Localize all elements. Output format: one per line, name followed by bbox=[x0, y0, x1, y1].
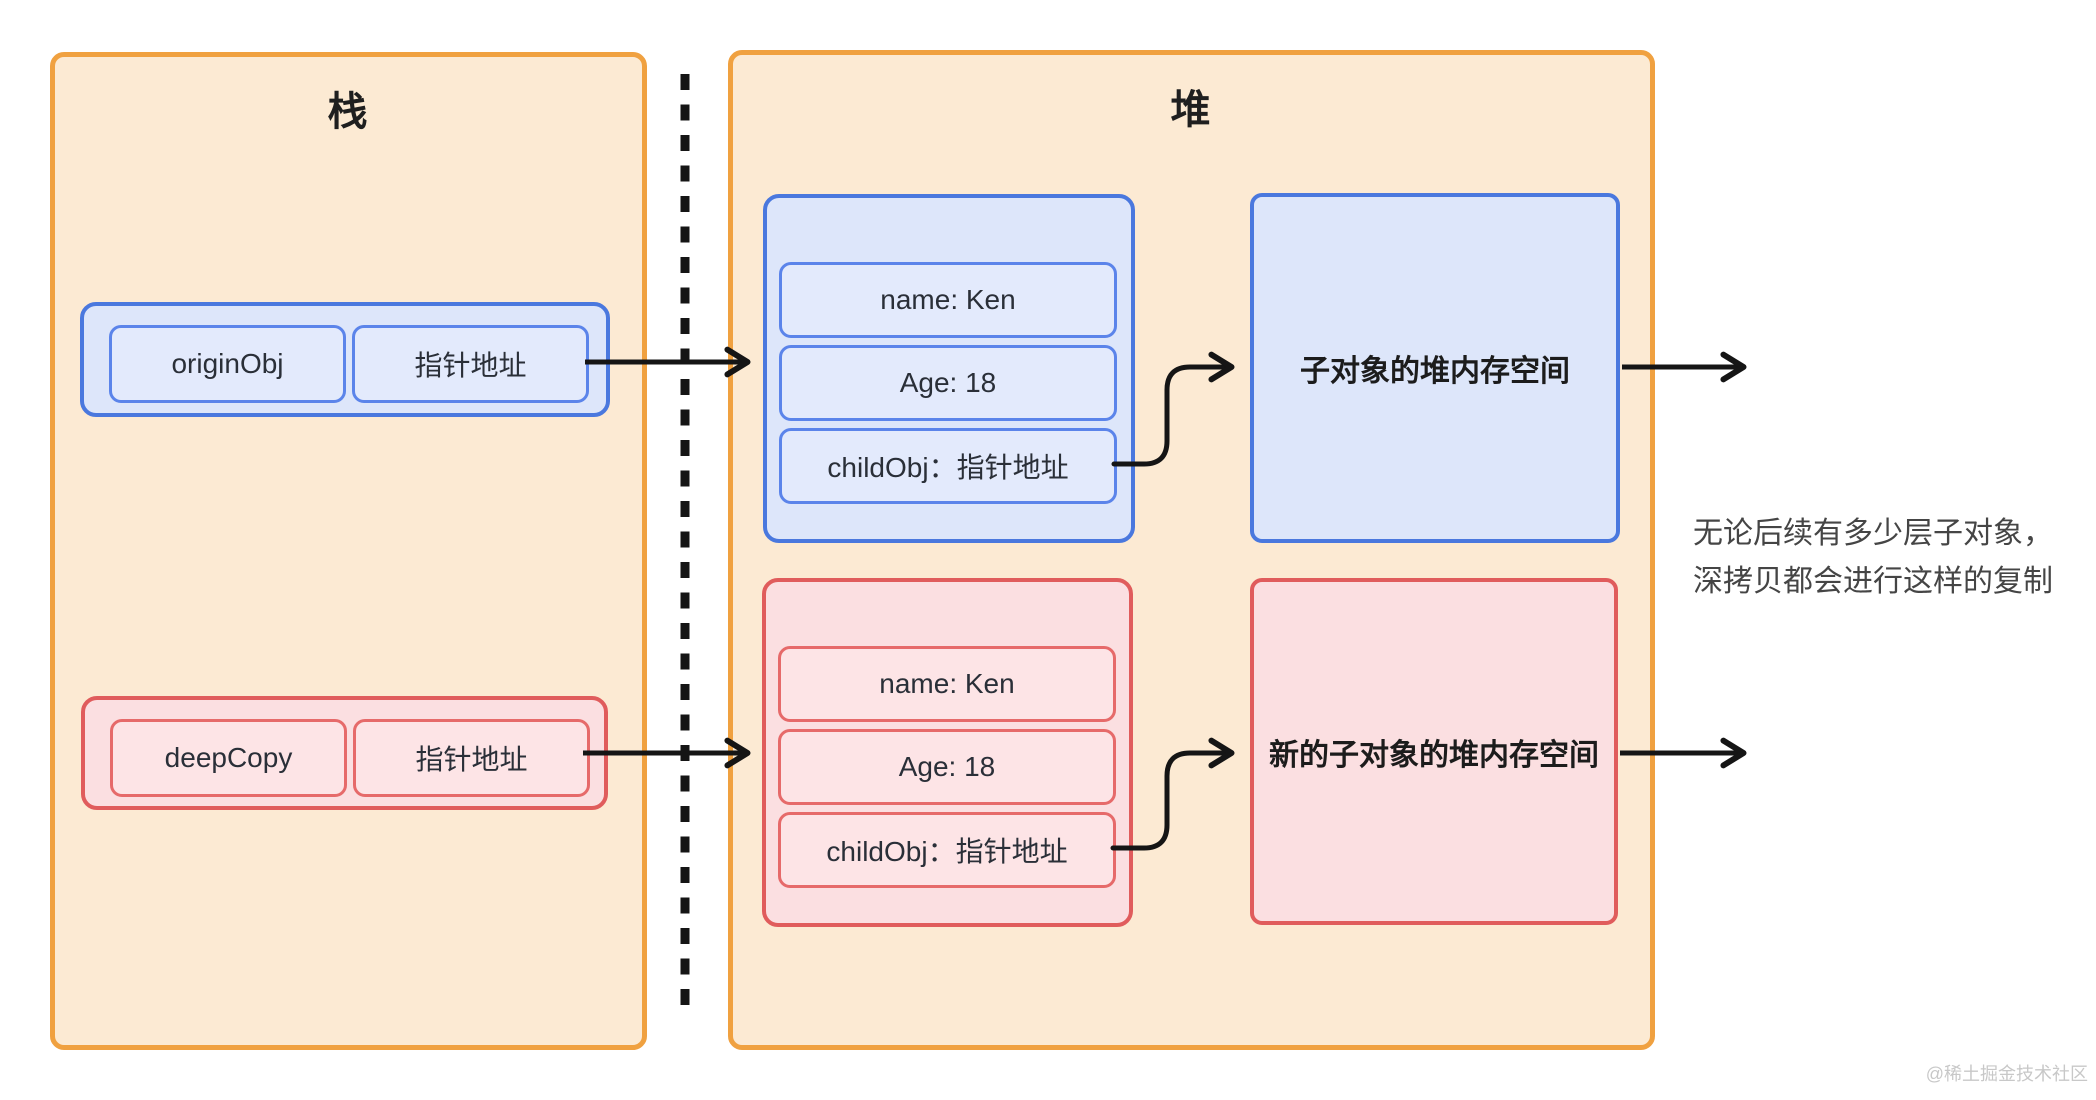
stack-title: 栈 bbox=[327, 90, 370, 134]
origin-variable-group: originObj 指针地址 bbox=[80, 302, 610, 417]
copied-object-field-age: Age: 18 bbox=[778, 729, 1116, 805]
deepcopy-pointer-address: 指针地址 bbox=[353, 719, 590, 797]
deepcopy-variable-name: deepCopy bbox=[110, 719, 347, 797]
deepcopy-variable-group: deepCopy 指针地址 bbox=[81, 696, 608, 810]
origin-heap-object: name: Ken Age: 18 childObj：指针地址 bbox=[763, 194, 1135, 543]
copied-heap-object: name: Ken Age: 18 childObj：指针地址 bbox=[762, 578, 1133, 927]
heap-title: 堆 bbox=[1170, 88, 1213, 132]
annotation-line-1: 无论后续有多少层子对象， bbox=[1693, 517, 2053, 550]
annotation-line-2: 深拷贝都会进行这样的复制 bbox=[1693, 565, 2053, 598]
origin-object-field-age: Age: 18 bbox=[779, 345, 1117, 421]
origin-object-field-childobj: childObj：指针地址 bbox=[779, 428, 1117, 504]
child-object-heap-space: 子对象的堆内存空间 bbox=[1250, 193, 1620, 543]
origin-pointer-address: 指针地址 bbox=[352, 325, 589, 403]
annotation-text: 无论后续有多少层子对象， 深拷贝都会进行这样的复制 bbox=[1693, 510, 2093, 606]
origin-variable-name: originObj bbox=[109, 325, 346, 403]
stack-panel: 栈 bbox=[50, 52, 647, 1050]
copied-object-field-childobj: childObj：指针地址 bbox=[778, 812, 1116, 888]
watermark-text: @稀土掘金技术社区 bbox=[1925, 1064, 2088, 1084]
new-child-object-heap-space: 新的子对象的堆内存空间 bbox=[1250, 578, 1618, 925]
origin-object-field-name: name: Ken bbox=[779, 262, 1117, 338]
copied-object-field-name: name: Ken bbox=[778, 646, 1116, 722]
